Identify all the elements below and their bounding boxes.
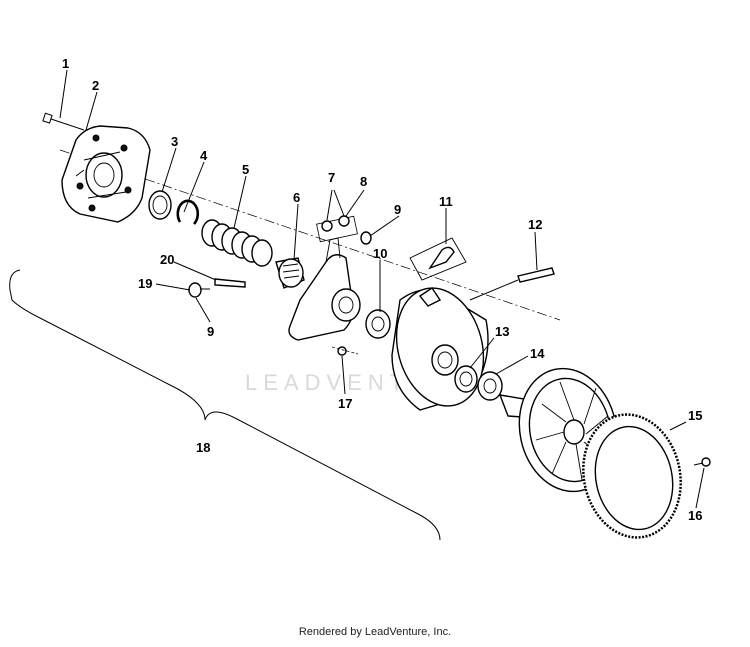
callout-16: 16 <box>688 508 702 523</box>
part-1-bolt <box>42 112 85 131</box>
callout-14: 14 <box>530 346 545 361</box>
callout-5: 5 <box>242 162 249 177</box>
part-4-retaining-ring <box>176 199 200 225</box>
assembly-axis <box>59 149 561 321</box>
part-2-end-cover <box>61 125 151 223</box>
part-3-bushing <box>148 190 172 220</box>
part-14-washer <box>477 371 503 401</box>
callout-8: 8 <box>360 174 367 189</box>
part-17-screw <box>331 346 359 356</box>
part-15-ring-gear <box>582 413 682 539</box>
callout-11: 11 <box>439 194 453 209</box>
callout-9-lower: 9 <box>207 324 214 339</box>
callout-15: 15 <box>688 408 702 423</box>
callout-labels: 1 2 3 4 5 6 7 8 9 9 10 11 12 13 14 15 16… <box>62 56 702 523</box>
part-7-8-fasteners <box>316 215 358 243</box>
callout-3: 3 <box>171 134 178 149</box>
leader-lines <box>59 69 705 509</box>
part-11-clip <box>409 237 467 281</box>
callout-17: 17 <box>338 396 352 411</box>
part-20-pin <box>214 278 246 288</box>
callout-12: 12 <box>528 217 542 232</box>
callout-6: 6 <box>293 190 300 205</box>
part-19-pin <box>188 282 210 298</box>
part-9-screw-upper <box>360 231 372 245</box>
callout-18: 18 <box>196 440 210 455</box>
movable-sheave <box>391 287 489 411</box>
callout-2: 2 <box>92 78 99 93</box>
part-10-washer <box>365 309 391 339</box>
part-12-pin <box>469 267 555 301</box>
group-bracket <box>9 269 441 541</box>
callout-4: 4 <box>200 148 208 163</box>
part-6-roller <box>275 257 305 289</box>
part-5-spring <box>201 219 273 267</box>
callout-9-upper: 9 <box>394 202 401 217</box>
callout-19: 19 <box>138 276 152 291</box>
callout-10: 10 <box>373 246 387 261</box>
callout-1: 1 <box>62 56 69 71</box>
part-16-screw <box>693 457 711 467</box>
callout-20: 20 <box>160 252 174 267</box>
part-13-bushing <box>454 365 478 393</box>
footer-credit: Rendered by LeadVenture, Inc. <box>298 626 452 638</box>
callout-7: 7 <box>328 170 335 185</box>
callout-13: 13 <box>495 324 509 339</box>
spider-arm <box>288 237 361 341</box>
